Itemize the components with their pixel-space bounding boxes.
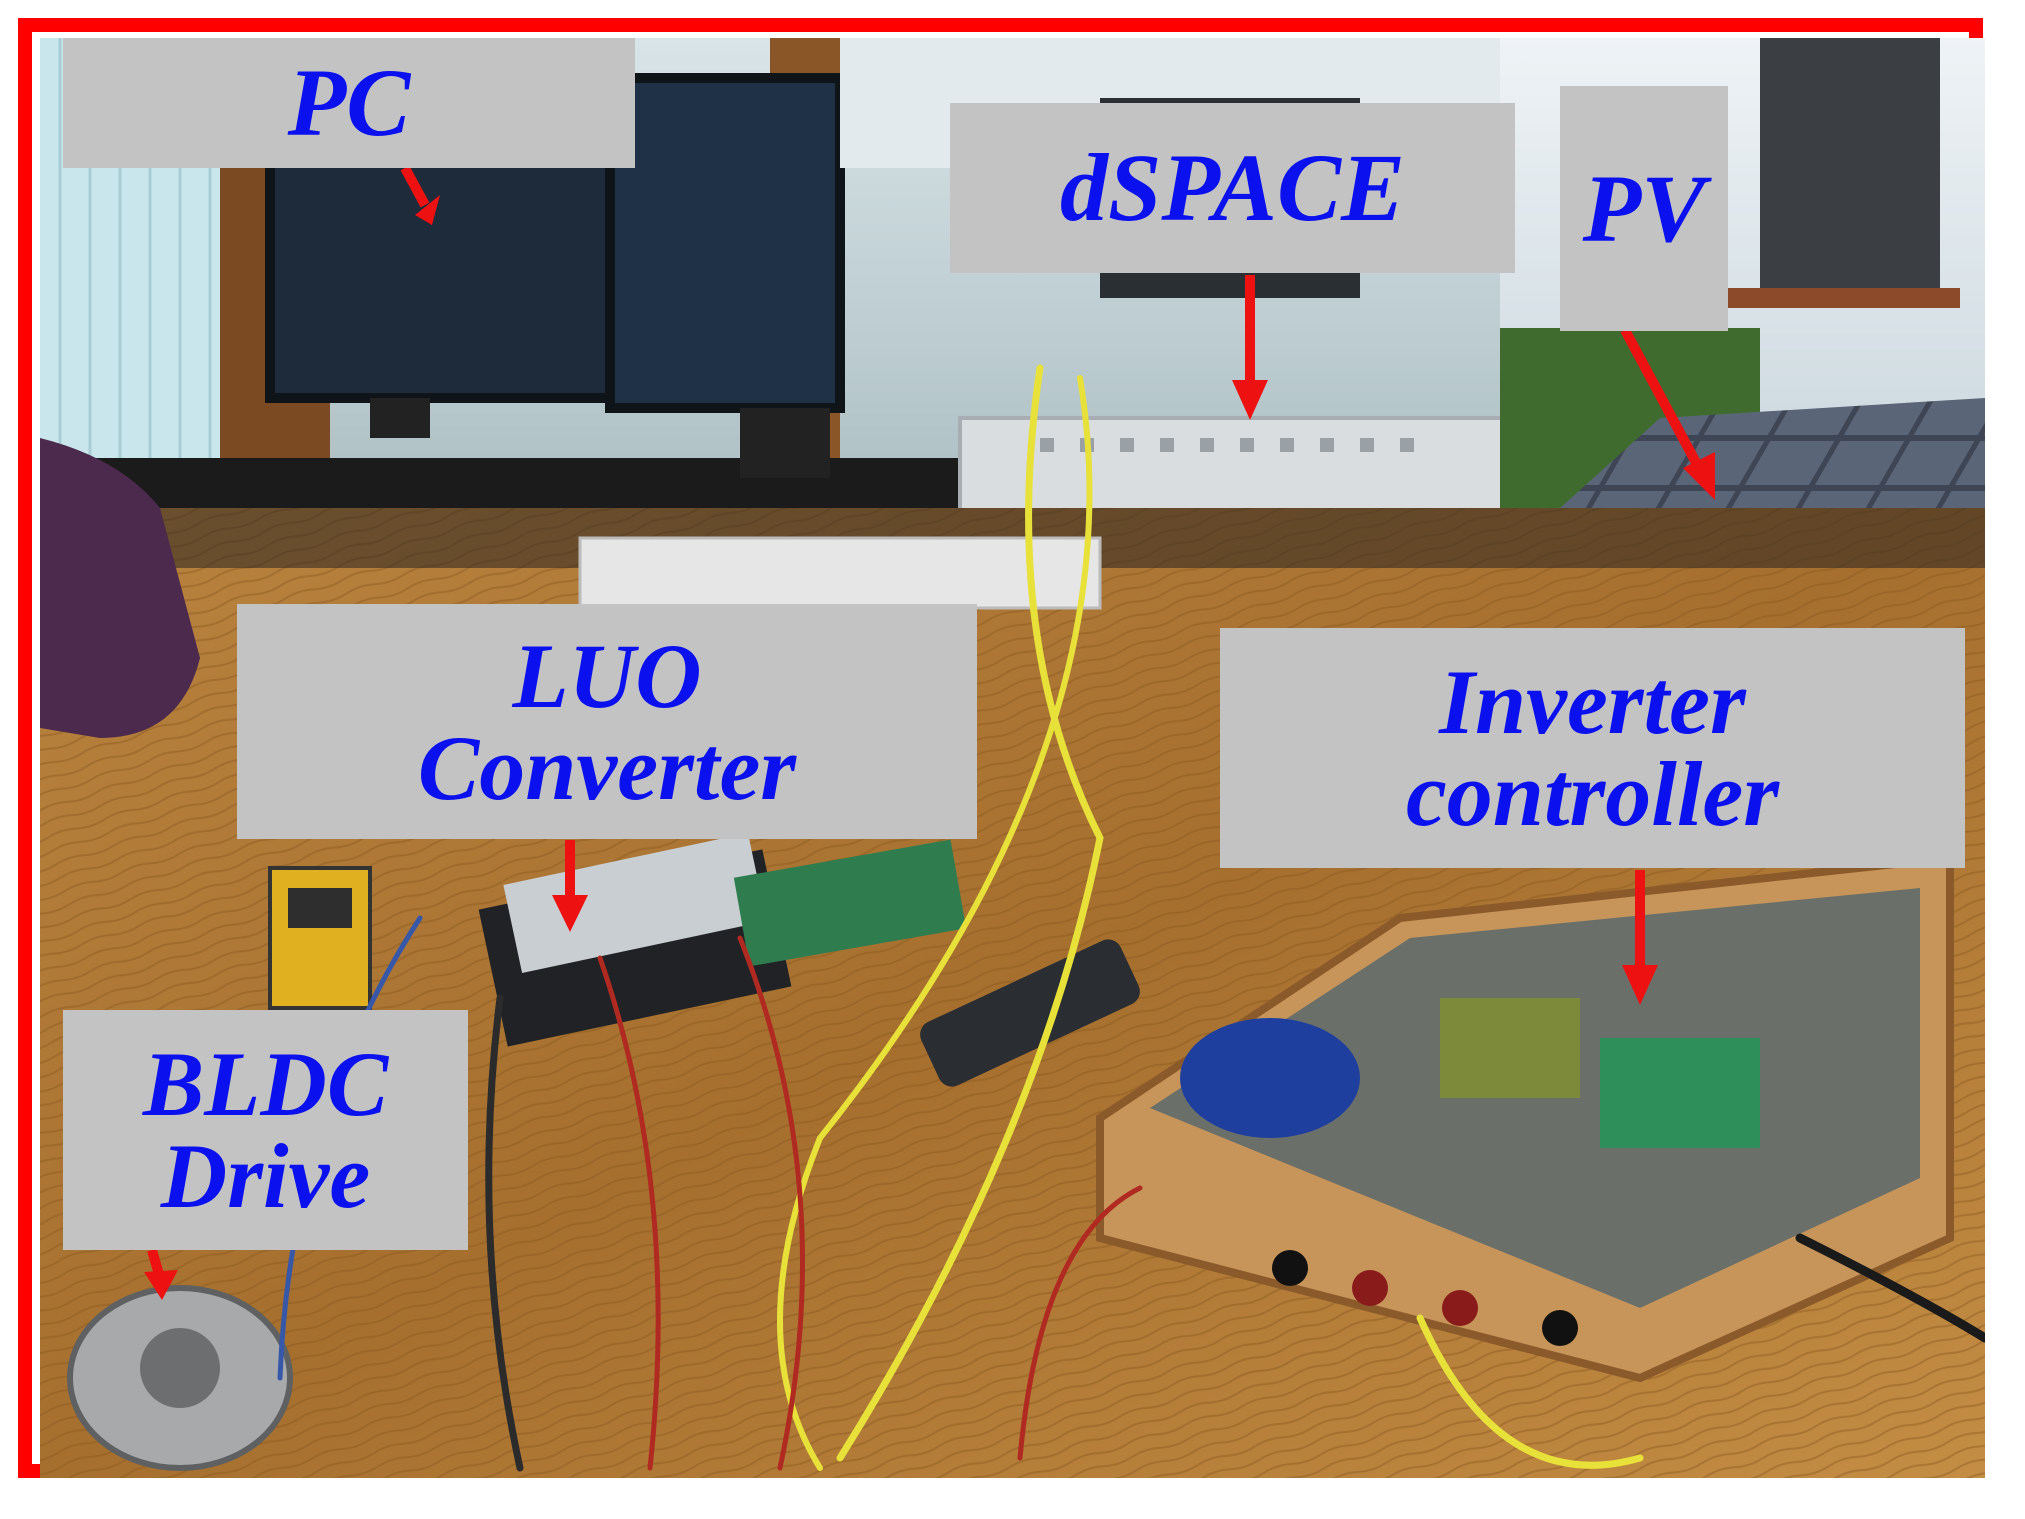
luo-converter-label: LUO Converter [237,604,977,839]
monitor-right [605,73,845,413]
person-arm [40,438,200,738]
monitor-left [265,143,615,403]
solar-panel [1560,398,1985,508]
pc-label-text: PC [287,49,411,156]
bldc-drive-label: BLDC Drive [63,1010,468,1250]
transformer [1180,1018,1360,1138]
dspace-label-text: dSPACE [1060,134,1405,241]
bldc-label-line1: BLDC [142,1033,389,1135]
bldc-label-line2: Drive [160,1125,371,1227]
control-pcb [1600,1038,1760,1148]
luo-label-line1: LUO [512,624,702,727]
luo-label-line2: Converter [417,716,797,819]
heatsink [503,832,767,974]
pc-label: PC [63,38,635,168]
pv-label-text: PV [1582,154,1706,262]
inverter-label-line1: Inverter [1439,651,1746,753]
water-tank [1760,38,1940,298]
pv-label: PV [1560,86,1728,331]
inverter-controller-label: Inverter controller [1220,628,1965,868]
dspace-label: dSPACE [950,103,1515,273]
current-probe [920,939,1140,1087]
inverter-label-line2: controller [1405,743,1780,845]
